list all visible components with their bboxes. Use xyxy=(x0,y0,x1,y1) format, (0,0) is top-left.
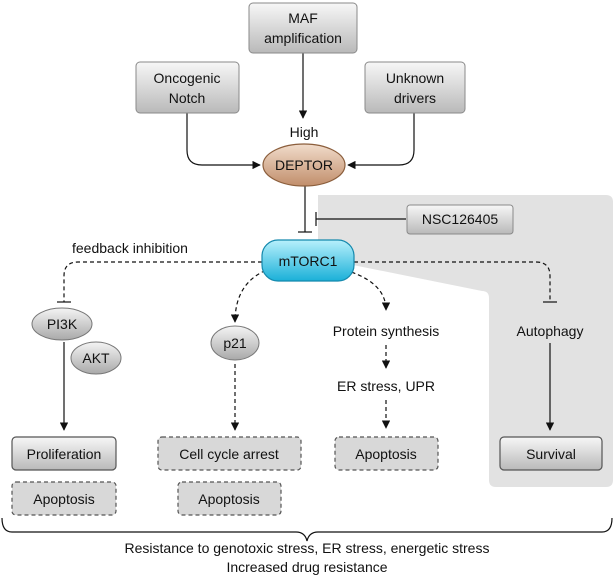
svg-text:AKT: AKT xyxy=(82,350,110,366)
svg-text:Apoptosis: Apoptosis xyxy=(355,446,416,462)
svg-text:MAF: MAF xyxy=(288,10,318,26)
proliferation-box: Proliferation xyxy=(11,436,117,471)
svg-text:Proliferation: Proliferation xyxy=(27,446,102,462)
arrow-notch-to-deptor xyxy=(186,113,261,170)
svg-text:Cell cycle arrest: Cell cycle arrest xyxy=(179,446,279,462)
footer-line-2: Increased drug resistance xyxy=(226,559,387,575)
er-stress-label: ER stress, UPR xyxy=(337,378,435,394)
svg-text:p21: p21 xyxy=(223,335,247,351)
svg-text:amplification: amplification xyxy=(264,30,342,46)
inhibit-mtorc1-autophagy xyxy=(354,261,551,302)
unknown-drivers-box: Unknown drivers xyxy=(364,61,466,114)
svg-text:mTORC1: mTORC1 xyxy=(279,253,338,269)
feedback-inhibition-label: feedback inhibition xyxy=(72,240,188,256)
autophagy-label: Autophagy xyxy=(517,323,584,339)
arrow-unknown-to-deptor xyxy=(347,113,415,170)
svg-text:Apoptosis: Apoptosis xyxy=(198,491,259,507)
p21-node: p21 xyxy=(210,325,260,361)
akt-node: AKT xyxy=(70,341,122,375)
apoptosis-box-1: Apoptosis xyxy=(11,481,117,516)
svg-text:Survival: Survival xyxy=(526,446,576,462)
svg-text:Unknown: Unknown xyxy=(386,70,444,86)
survival-box: Survival xyxy=(499,436,603,471)
svg-text:drivers: drivers xyxy=(394,90,436,106)
deptor-node: DEPTOR xyxy=(262,143,346,187)
apoptosis-box-3: Apoptosis xyxy=(334,436,439,471)
summary-brace xyxy=(1,517,613,542)
footer-line-1: Resistance to genotoxic stress, ER stres… xyxy=(125,540,490,556)
svg-text:Oncogenic: Oncogenic xyxy=(154,70,221,86)
svg-text:PI3K: PI3K xyxy=(47,316,78,332)
apoptosis-box-2: Apoptosis xyxy=(177,481,282,516)
maf-amplification-box: MAF amplification xyxy=(248,2,358,54)
mtorc1-node: mTORC1 xyxy=(261,239,355,282)
svg-text:Notch: Notch xyxy=(169,90,206,106)
connectors xyxy=(57,52,557,431)
pi3k-node: PI3K xyxy=(31,307,93,341)
svg-text:Apoptosis: Apoptosis xyxy=(33,491,94,507)
svg-text:NSC126405: NSC126405 xyxy=(422,211,498,227)
nsc126405-box: NSC126405 xyxy=(406,204,514,235)
protein-synthesis-label: Protein synthesis xyxy=(333,323,440,339)
cell-cycle-arrest-box: Cell cycle arrest xyxy=(157,436,302,471)
shaded-region xyxy=(318,195,613,487)
svg-text:DEPTOR: DEPTOR xyxy=(275,157,333,173)
oncogenic-notch-box: Oncogenic Notch xyxy=(135,61,240,114)
high-label: High xyxy=(290,124,319,140)
arrow-mtorc1-to-p21 xyxy=(230,267,273,323)
feedback-to-pi3k xyxy=(63,261,262,302)
